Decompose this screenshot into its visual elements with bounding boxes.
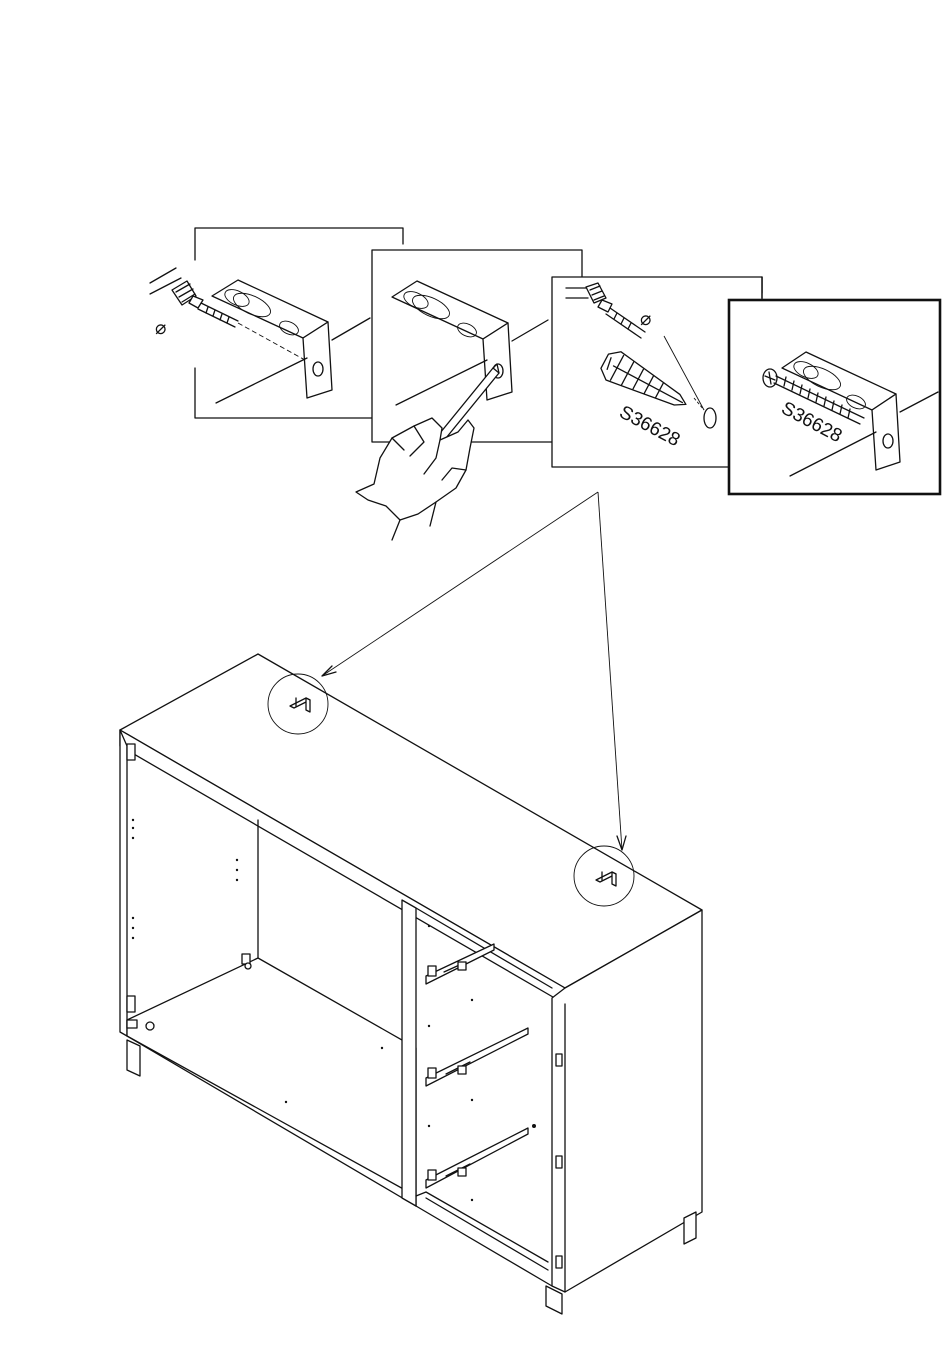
cabinet-leg [127,1040,140,1076]
diameter-symbol: ⌀ [640,309,651,330]
fitting-hole-icon [146,1022,154,1030]
hinge-plate-icon [556,1256,562,1268]
bottom-panel [127,958,416,1196]
panel-screw: S36628 [729,300,940,494]
hinge-icon [127,1020,137,1028]
drawer-runner [426,1128,528,1188]
drawer-runner [426,1028,528,1086]
hinge-plate-icon [556,1156,562,1168]
panel-mark-frame [372,250,582,442]
panel-drill: ⌀ [150,228,403,418]
drawer-runner [426,944,494,984]
middle-divider [402,900,416,1206]
left-side-panel [120,730,127,1036]
sideboard-cabinet [120,654,702,1314]
drill-hole-icon [704,408,716,428]
diameter-symbol: ⌀ [155,318,166,339]
hinge-plate-icon [556,1054,562,1066]
panel-mark [356,250,582,540]
cabinet-leg [684,1212,696,1244]
fitting-hole-icon [245,963,251,969]
panel-screw-frame [729,300,940,494]
hinge-icon [127,744,135,760]
hinge-icon [127,996,135,1012]
bracket-icon [212,280,370,403]
